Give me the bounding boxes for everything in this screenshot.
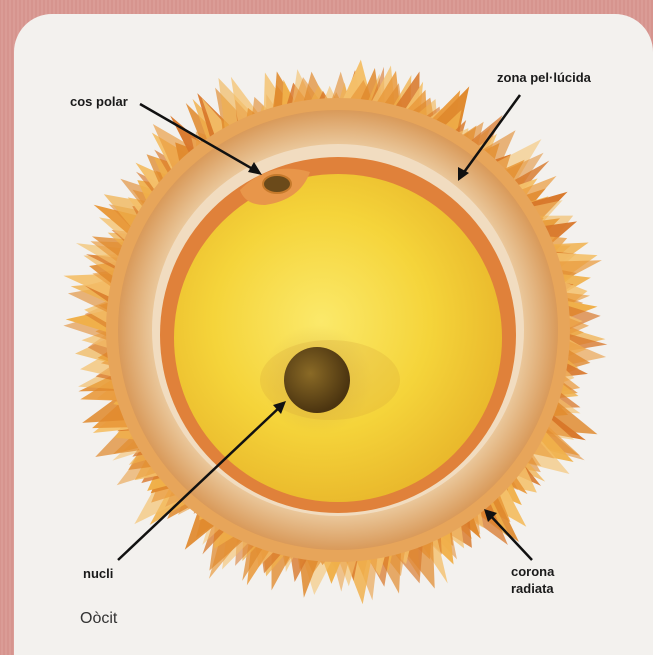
label-nucleus: nucli [83, 566, 113, 581]
nucleus [284, 347, 350, 413]
label-polar-body: cos polar [70, 94, 128, 109]
label-corona-line1: corona [511, 564, 554, 579]
label-corona-line2: radiata [511, 581, 554, 596]
arrow-corona [488, 513, 532, 560]
label-zona-pellucida: zona pel·lúcida [497, 70, 591, 85]
polar-body [263, 175, 291, 193]
figure-caption: Oòcit [80, 610, 117, 628]
